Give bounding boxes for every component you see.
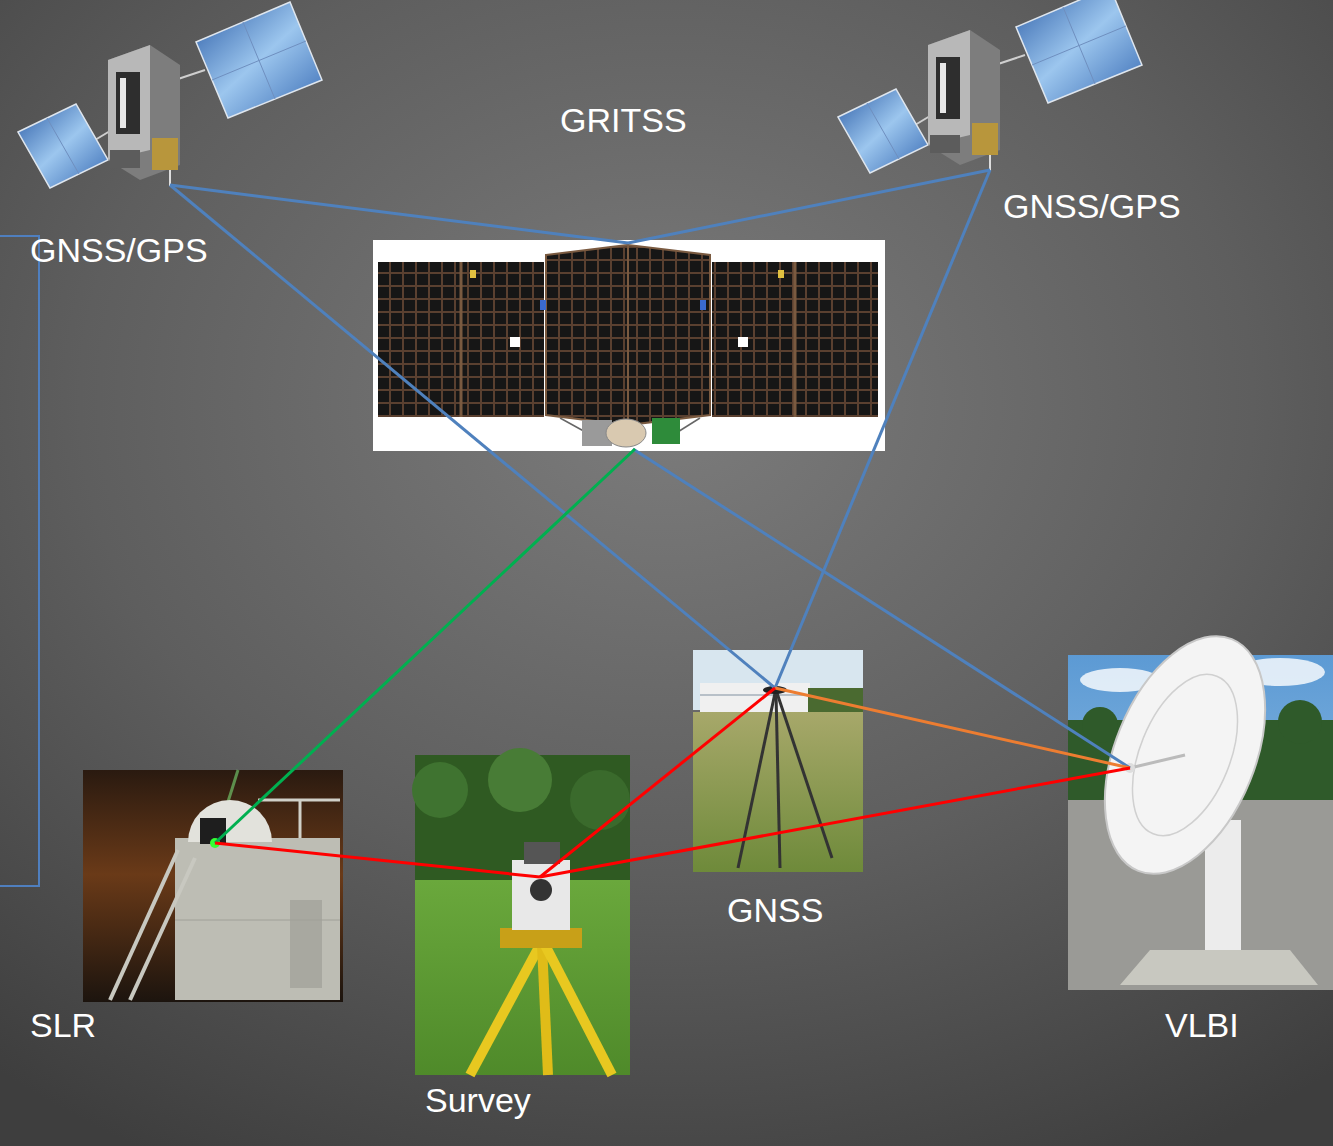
node-label: GNSS/GPS [1003, 186, 1181, 227]
node-label: SLR [30, 1005, 96, 1046]
link-line [540, 688, 775, 877]
image-node: GNSS/GPS [835, 0, 1145, 190]
node-label: GRITSS [560, 100, 687, 141]
image-node: VLBI [1068, 655, 1333, 990]
image-node: GNSS/GPS [15, 0, 325, 190]
link-line [215, 843, 540, 877]
link-line [540, 768, 1130, 877]
link-line [775, 170, 990, 688]
image-node: SLR [83, 770, 343, 1002]
link-line [633, 449, 1130, 768]
link-line [215, 449, 635, 843]
link-line [628, 170, 990, 243]
link-line [170, 185, 628, 243]
node-label: VLBI [1165, 1005, 1239, 1046]
node-label: GNSS [727, 890, 823, 931]
image-node: GRITSS [373, 240, 885, 451]
link-line [775, 688, 1130, 768]
image-node: GNSS [693, 650, 863, 872]
image-node: Survey [415, 755, 630, 1075]
link-line [170, 185, 775, 688]
node-label: GNSS/GPS [30, 230, 208, 271]
node-label: Survey [425, 1080, 531, 1121]
